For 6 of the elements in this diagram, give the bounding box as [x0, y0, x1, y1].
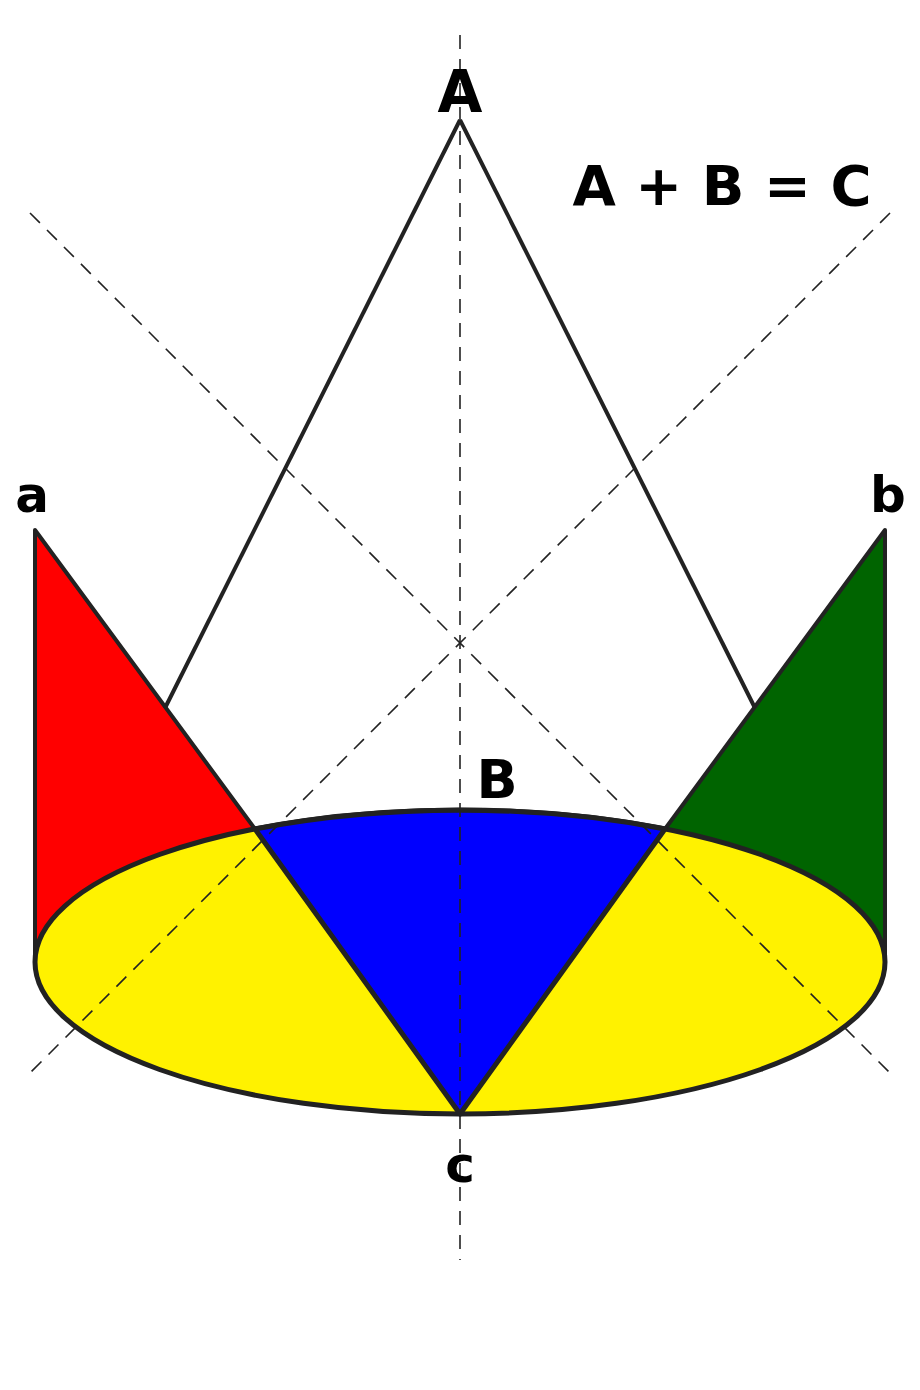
- point-label: c: [445, 1140, 475, 1190]
- point-label: a: [15, 470, 49, 520]
- equation-text: A + B = C: [572, 158, 872, 214]
- point-label: B: [476, 753, 518, 807]
- point-label: A: [437, 63, 483, 121]
- point-label: b: [870, 470, 906, 520]
